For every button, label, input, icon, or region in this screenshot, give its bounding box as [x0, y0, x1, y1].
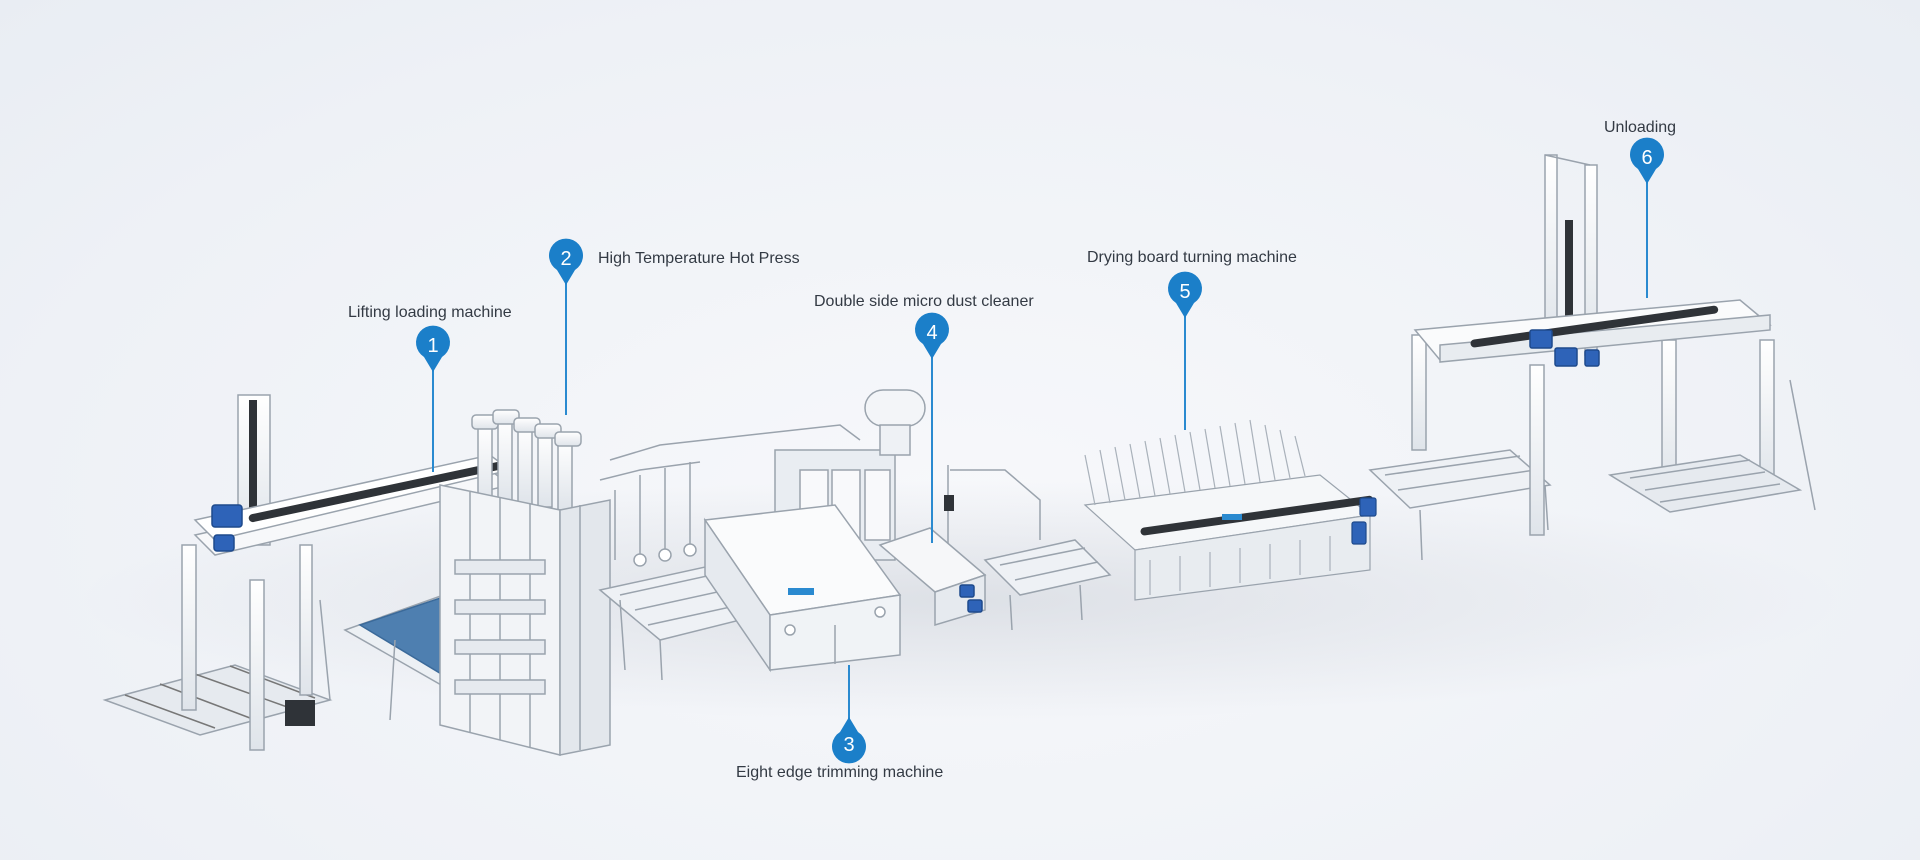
drying-rack-rods [1084, 419, 1331, 595]
station-6-label: Unloading [1604, 119, 1677, 136]
hot-press-machine [439, 409, 861, 756]
map-pin-icon [915, 312, 949, 359]
station-number-4: 4 [926, 322, 937, 344]
unloading-machine [1411, 154, 1816, 536]
conveyor-5-6 [1368, 449, 1552, 561]
station-number-6: 6 [1641, 147, 1652, 169]
station-number-5: 5 [1179, 281, 1190, 303]
station-number-2: 2 [560, 248, 571, 270]
station-markers: 1 2 3 4 5 6 [415, 137, 1665, 764]
station-4-label: Double side micro dust cleaner [814, 293, 1034, 310]
map-pin-icon [1168, 271, 1202, 318]
map-pin-icon [415, 325, 450, 372]
double-side-dust-cleaner [878, 465, 1112, 631]
station-5-label: Drying board turning machine [1087, 249, 1297, 266]
eight-edge-trimming-machine [703, 389, 926, 673]
station-2-label: High Temperature Hot Press [598, 250, 800, 267]
station-3-label: Eight edge trimming machine [736, 764, 944, 781]
drying-board-turning-machine [1083, 419, 1377, 601]
station-number-1: 1 [427, 335, 438, 357]
station-number-3: 3 [843, 734, 854, 756]
station-1-label: Lifting loading machine [348, 304, 512, 321]
map-pin-icon [548, 238, 583, 285]
map-pin-icon [832, 717, 866, 764]
map-pin-icon [1630, 137, 1665, 184]
